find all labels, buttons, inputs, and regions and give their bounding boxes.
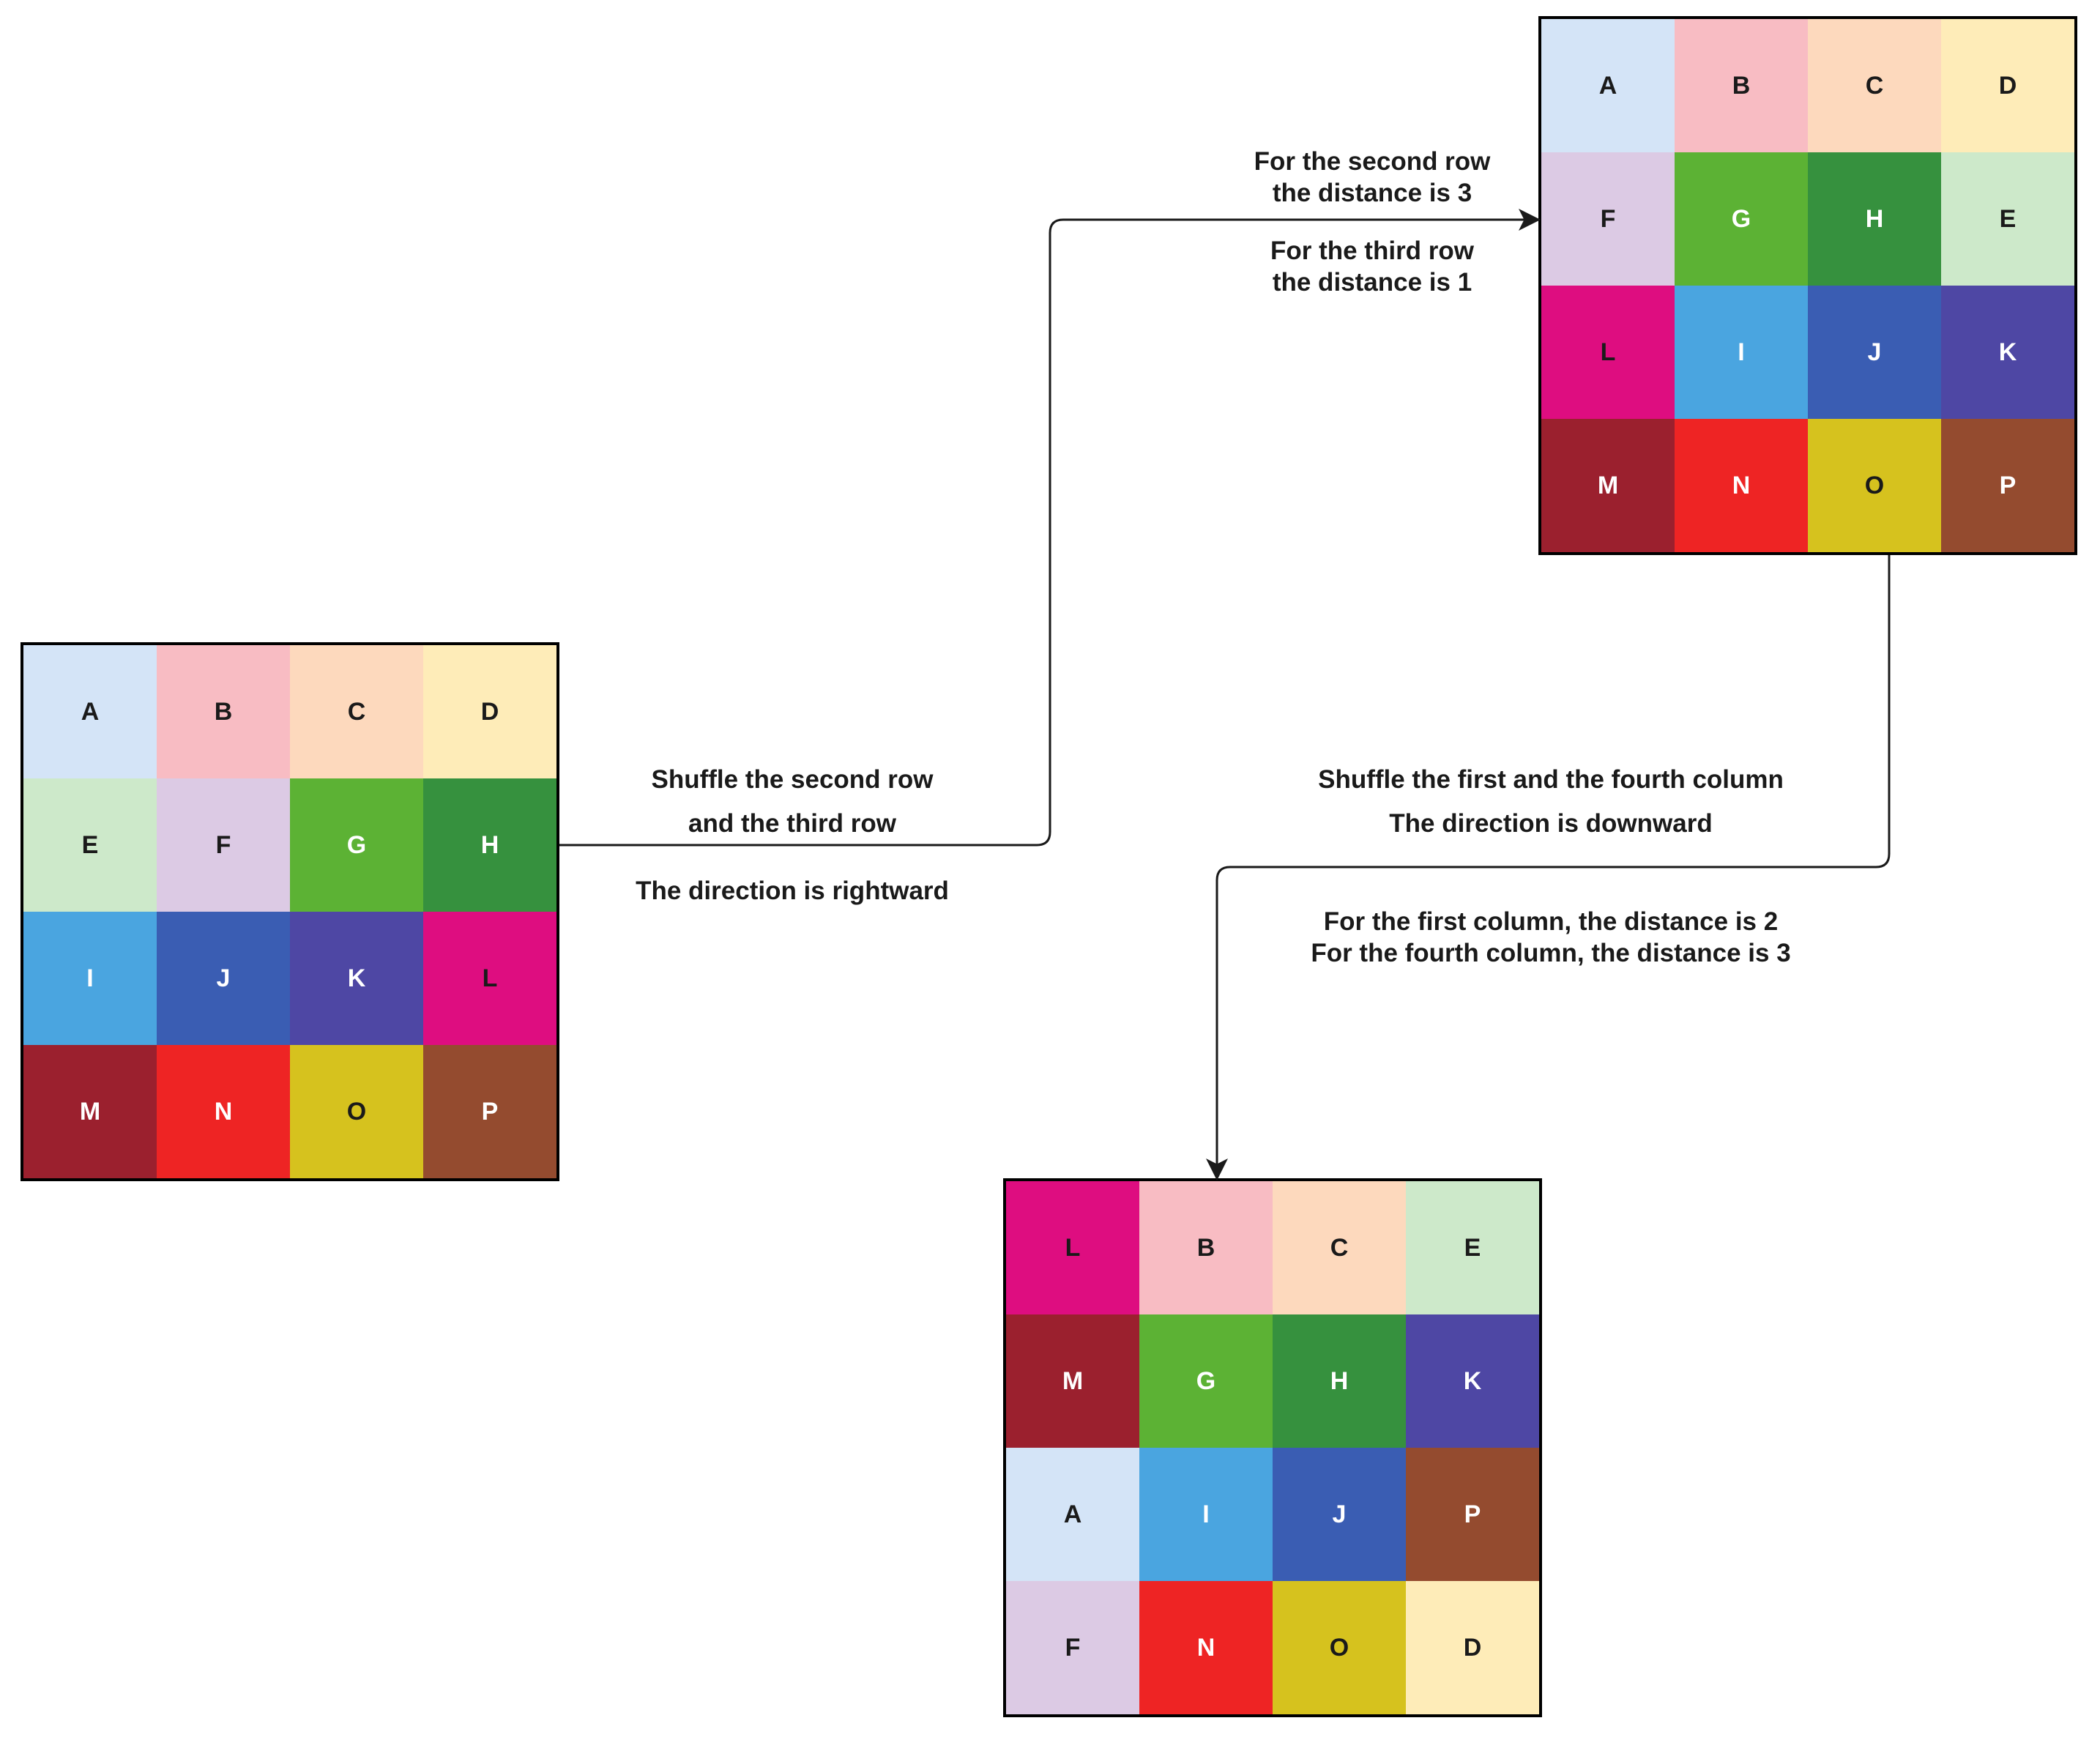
grid-cell: K [1406, 1314, 1539, 1448]
first-column-distance-label: For the first column, the distance is 2 [1323, 907, 1779, 936]
grid-cell: O [1808, 419, 1941, 552]
grid-cell: H [1273, 1314, 1406, 1448]
grid-cell: P [1406, 1448, 1539, 1581]
grid-cell: M [1006, 1314, 1139, 1448]
grid-cell: D [1941, 19, 2074, 152]
grid-cell: C [290, 645, 423, 778]
arrow-column-shuffle [1206, 555, 1891, 1180]
grid-cell: F [1006, 1581, 1139, 1714]
grid-cell: E [23, 778, 157, 912]
grid-cell: F [157, 778, 290, 912]
grid-cell: L [1006, 1181, 1139, 1314]
grid-cell: N [1675, 419, 1808, 552]
grid-cell: J [157, 912, 290, 1045]
grid-cell: I [1675, 286, 1808, 419]
grid-cell: C [1273, 1181, 1406, 1314]
grid-cell: H [423, 778, 556, 912]
grid-cell: E [1941, 152, 2074, 286]
fourth-column-distance-label: For the fourth column, the distance is 3 [1311, 939, 1791, 967]
grid-cell: O [290, 1045, 423, 1178]
grid-cell: A [23, 645, 157, 778]
grid-cell: G [1675, 152, 1808, 286]
grid-cell: L [423, 912, 556, 1045]
grid-cell: G [1139, 1314, 1273, 1448]
grid-cell: I [23, 912, 157, 1045]
grid-cell: J [1273, 1448, 1406, 1581]
grid-cell: O [1273, 1581, 1406, 1714]
grid-cell: B [157, 645, 290, 778]
grid-cell: B [1675, 19, 1808, 152]
grid-cell: J [1808, 286, 1941, 419]
row-shuffle-label-line2: and the third row [688, 809, 896, 838]
arrow-row-shuffle [559, 209, 1541, 847]
grid-cell: P [423, 1045, 556, 1178]
second-row-distance-line2: the distance is 3 [1272, 179, 1472, 207]
grid-cell: L [1541, 286, 1675, 419]
grid-cell: D [1406, 1581, 1539, 1714]
second-row-distance-line1: For the second row [1254, 147, 1491, 176]
grid-cell: N [1139, 1581, 1273, 1714]
grid-cell: B [1139, 1181, 1273, 1314]
grid-cell: M [23, 1045, 157, 1178]
grid-cell: P [1941, 419, 2074, 552]
grid-cell: F [1541, 152, 1675, 286]
grid-cell: K [1941, 286, 2074, 419]
grid-cell: D [423, 645, 556, 778]
third-row-distance-line2: the distance is 1 [1272, 268, 1472, 297]
column-shuffle-label-line1: Shuffle the first and the fourth column [1318, 765, 1784, 794]
grid-cell: K [290, 912, 423, 1045]
grid-cell: M [1541, 419, 1675, 552]
column-shuffle-direction-label: The direction is downward [1389, 809, 1713, 838]
grid-cell: I [1139, 1448, 1273, 1581]
grid-cell: A [1006, 1448, 1139, 1581]
row-shuffle-direction-label: The direction is rightward [636, 877, 949, 905]
grid-cell: A [1541, 19, 1675, 152]
row-shuffle-label-line1: Shuffle the second row [651, 765, 934, 794]
grid-cell: H [1808, 152, 1941, 286]
grid-cell: C [1808, 19, 1941, 152]
grid-cell: E [1406, 1181, 1539, 1314]
grid-cell: N [157, 1045, 290, 1178]
third-row-distance-line1: For the third row [1270, 237, 1475, 265]
grid-cell: G [290, 778, 423, 912]
